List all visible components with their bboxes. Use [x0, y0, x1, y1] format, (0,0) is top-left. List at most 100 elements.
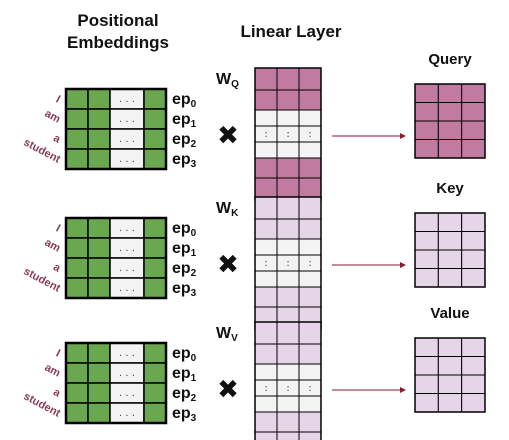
- positional-label: ep1: [172, 111, 197, 130]
- weight-cell: [276, 411, 300, 433]
- embedding-matrix-border: [64, 341, 168, 425]
- embedding-cell: [143, 362, 167, 384]
- weight-cell: [276, 109, 300, 127]
- embedding-matrix: . . .. . .. . .. . .: [64, 87, 168, 171]
- embedding-cell: [143, 382, 167, 404]
- weight-cell: [276, 141, 300, 159]
- cell-dots: . . .: [119, 388, 135, 399]
- weight-cell: [254, 431, 278, 440]
- positional-label: ep1: [172, 240, 197, 259]
- output-matrix-border: [414, 83, 486, 159]
- weight-cell: [298, 218, 322, 240]
- embedding-cell: [87, 342, 111, 364]
- output-matrix: [414, 337, 486, 413]
- output-cell: [461, 356, 486, 376]
- embedding-cell: [87, 88, 111, 110]
- weight-cell: [254, 238, 278, 256]
- weight-cell: [298, 141, 322, 159]
- output-cell: [414, 83, 439, 103]
- weight-cell: [254, 89, 278, 111]
- token-word: I: [54, 94, 62, 106]
- embedding-cell: [65, 128, 89, 150]
- output-cell: [437, 139, 463, 159]
- embedding-cell: [65, 237, 89, 259]
- embedding-cell: [87, 128, 111, 150]
- embedding-cell: [143, 402, 167, 424]
- cell-dots: :: [264, 258, 267, 269]
- token-word: a: [51, 132, 63, 146]
- positional-header-line2: Embeddings: [67, 33, 169, 52]
- output-matrix-border: [414, 212, 486, 288]
- output-cell: [437, 393, 463, 413]
- output-cell: [461, 120, 486, 140]
- output-cell: [414, 231, 439, 251]
- embedding-matrix-border: [64, 216, 168, 300]
- embedding-cell: [143, 237, 167, 259]
- weight-cell: [254, 270, 278, 288]
- embedding-cell: [65, 217, 89, 239]
- weight-cell: [254, 67, 278, 91]
- output-cell: [437, 249, 463, 269]
- token-word: I: [54, 223, 62, 235]
- weight-matrix-border: [254, 321, 322, 440]
- cell-dots: :: [308, 258, 311, 269]
- embedding-cell: [143, 148, 167, 170]
- embedding-cell: [65, 257, 89, 279]
- linear-layer-header: Linear Layer: [240, 22, 341, 41]
- cell-dots: . . .: [119, 114, 135, 125]
- embedding-cell: [143, 217, 167, 239]
- positional-label: ep3: [172, 405, 197, 424]
- positional-label: ep0: [172, 220, 197, 239]
- output-cell: [414, 268, 439, 288]
- arrow-head: [400, 387, 406, 393]
- cell-dots: . . .: [119, 223, 135, 234]
- weight-cell: [276, 431, 300, 440]
- embedding-cell: [143, 257, 167, 279]
- embedding-cell: [87, 108, 111, 130]
- weight-cell: [298, 238, 322, 256]
- weight-matrix: :::: [254, 321, 322, 440]
- output-cell: [461, 102, 486, 122]
- weight-cell: [254, 157, 278, 179]
- positional-label: ep2: [172, 131, 197, 150]
- cell-dots: . . .: [119, 348, 135, 359]
- weight-cell: [254, 343, 278, 365]
- output-cell: [414, 120, 439, 140]
- output-cell: [414, 212, 439, 232]
- positional-label: ep0: [172, 91, 197, 110]
- cell-dots: . . .: [119, 243, 135, 254]
- weight-cell: [254, 321, 278, 345]
- token-word: am: [43, 362, 63, 380]
- embedding-cell: [143, 277, 167, 299]
- token-word: am: [43, 237, 63, 255]
- output-cell: [437, 83, 463, 103]
- cell-dots: . . .: [119, 408, 135, 419]
- embedding-cell: [65, 108, 89, 130]
- cell-dots: :: [308, 129, 311, 140]
- token-word: a: [51, 386, 63, 400]
- output-cell: [461, 139, 486, 159]
- weight-cell: [298, 431, 322, 440]
- output-cell: [437, 120, 463, 140]
- weight-cell: [298, 286, 322, 308]
- weight-cell: [276, 270, 300, 288]
- embedding-cell: [87, 402, 111, 424]
- embedding-matrix: . . .. . .. . .. . .: [64, 216, 168, 300]
- weight-label: WQ: [216, 71, 239, 90]
- embedding-cell: [87, 237, 111, 259]
- output-cell: [414, 102, 439, 122]
- token-word: am: [43, 108, 63, 126]
- weight-cell: [276, 157, 300, 179]
- weight-cell: [254, 109, 278, 127]
- embedding-cell: [87, 277, 111, 299]
- output-cell: [414, 374, 439, 394]
- weight-cell: [298, 67, 322, 91]
- positional-label: ep2: [172, 385, 197, 404]
- weight-cell: [298, 157, 322, 179]
- cell-dots: . . .: [119, 368, 135, 379]
- weight-cell: [276, 343, 300, 365]
- weight-cell: [276, 321, 300, 345]
- multiply-icon: ✖: [217, 121, 239, 151]
